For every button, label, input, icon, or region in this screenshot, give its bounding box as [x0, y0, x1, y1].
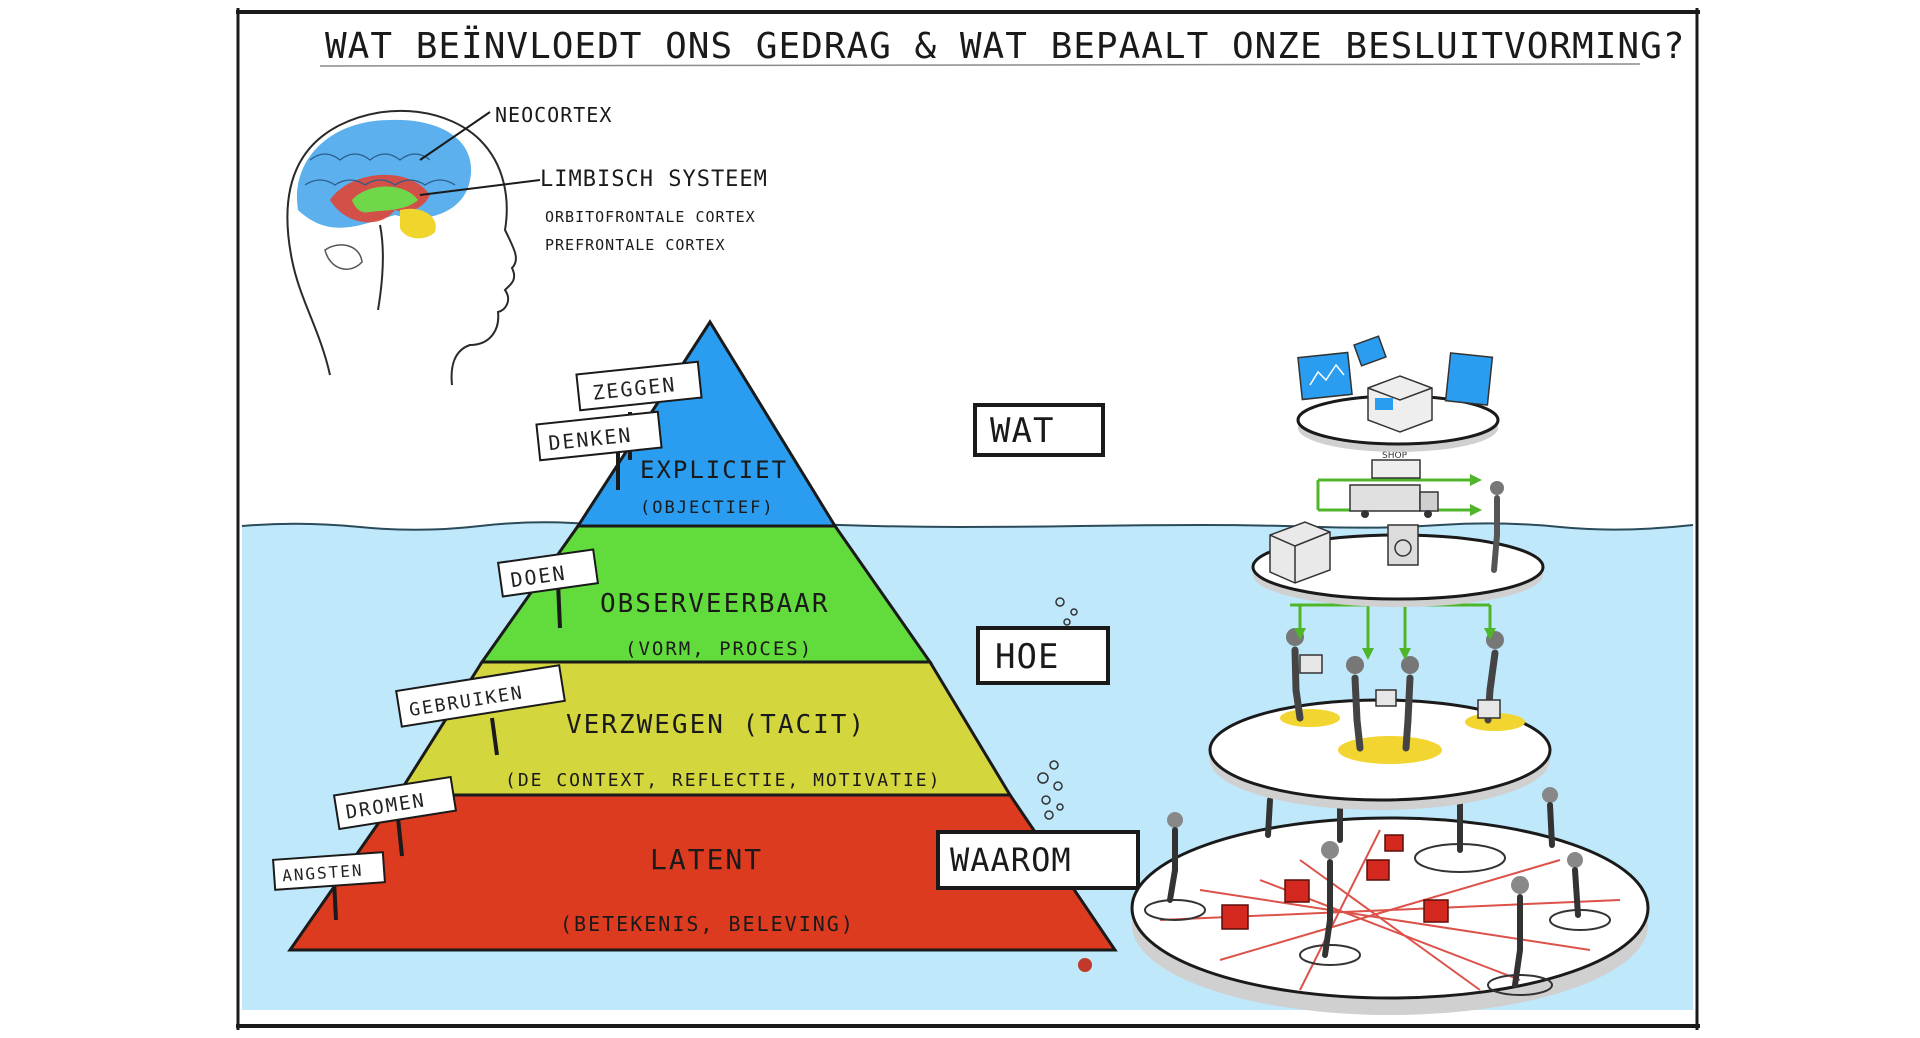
air-bubbles: [1037, 597, 1078, 820]
layer-title-expliciet: EXPLICIET: [640, 456, 788, 484]
level-waarom: WAAROM: [950, 841, 1072, 879]
limbic-pointer: [419, 179, 541, 196]
platform-logistics: SHOP: [1251, 451, 1545, 607]
cerebellum: [324, 244, 363, 270]
layer-title-verzwegen: VERZWEGEN (TACIT): [566, 710, 866, 740]
brain-stem: [377, 224, 384, 311]
red-cubes: [1221, 834, 1449, 930]
label-orbitofrontal: ORBITOFRONTALE CORTEX: [545, 208, 756, 226]
signpost-denken: DENKEN: [535, 410, 663, 490]
layer-sub-latent: (BETEKENIS, BELEVING): [560, 912, 855, 936]
shop-label: SHOP: [1382, 451, 1408, 461]
brain-head-sketch: [286, 109, 517, 386]
box-top: [1367, 375, 1433, 433]
signpost-zeggen: ZEGGEN: [575, 360, 703, 460]
layer-sub-verzwegen: (DE CONTEXT, REFLECTIE, MOTIVATIE): [505, 770, 941, 791]
truck: [1349, 484, 1439, 518]
label-prefrontal: PREFRONTALE CORTEX: [545, 236, 726, 254]
pyramid-layer-latent: [287, 793, 1118, 952]
red-pebble: [1078, 958, 1092, 972]
parcels-middle: [1299, 654, 1501, 719]
page-title: WAT BEÏNVLOEDT ONS GEDRAG & WAT BEPAALT …: [325, 25, 1685, 67]
layer-sub-expliciet: (OBJECTIEF): [640, 498, 775, 518]
signpost-doen: DOEN: [496, 548, 600, 629]
level-hoe: HOE: [995, 637, 1059, 677]
signpost-dromen: DROMEN: [332, 775, 458, 857]
shop-building: SHOP: [1371, 451, 1421, 479]
iceberg-pyramid: [287, 319, 1118, 952]
label-limbic-system: LIMBISCH SYSTEEM: [540, 167, 768, 192]
waterline: [241, 521, 1694, 531]
platform-middle: [1208, 698, 1552, 810]
gyri-lines-2: [304, 179, 456, 186]
layer-sub-observeerbaar: (VORM, PROCES): [625, 638, 813, 660]
level-box-wat: WAT: [973, 403, 1105, 457]
limbic-green: [352, 186, 418, 213]
person-logistics: [1490, 481, 1504, 573]
platform-top: [1296, 335, 1500, 452]
signpost-angsten: ANGSTEN: [272, 851, 386, 921]
level-box-hoe: HOE: [976, 626, 1110, 685]
level-box-waarom: WAAROM: [936, 830, 1140, 890]
neocortex-pointer: [419, 111, 491, 161]
limbic-yellow: [400, 208, 436, 239]
label-neocortex: NEOCORTEX: [495, 103, 612, 127]
layer-title-latent: LATENT: [650, 843, 763, 876]
layer-title-observeerbaar: OBSERVEERBAAR: [600, 589, 830, 619]
level-wat: WAT: [990, 411, 1054, 451]
washing-machine: [1387, 524, 1419, 566]
title-underline: [319, 63, 1641, 67]
blue-screens: [1297, 335, 1494, 406]
box-large: [1269, 521, 1331, 584]
gyri-lines: [309, 153, 431, 161]
